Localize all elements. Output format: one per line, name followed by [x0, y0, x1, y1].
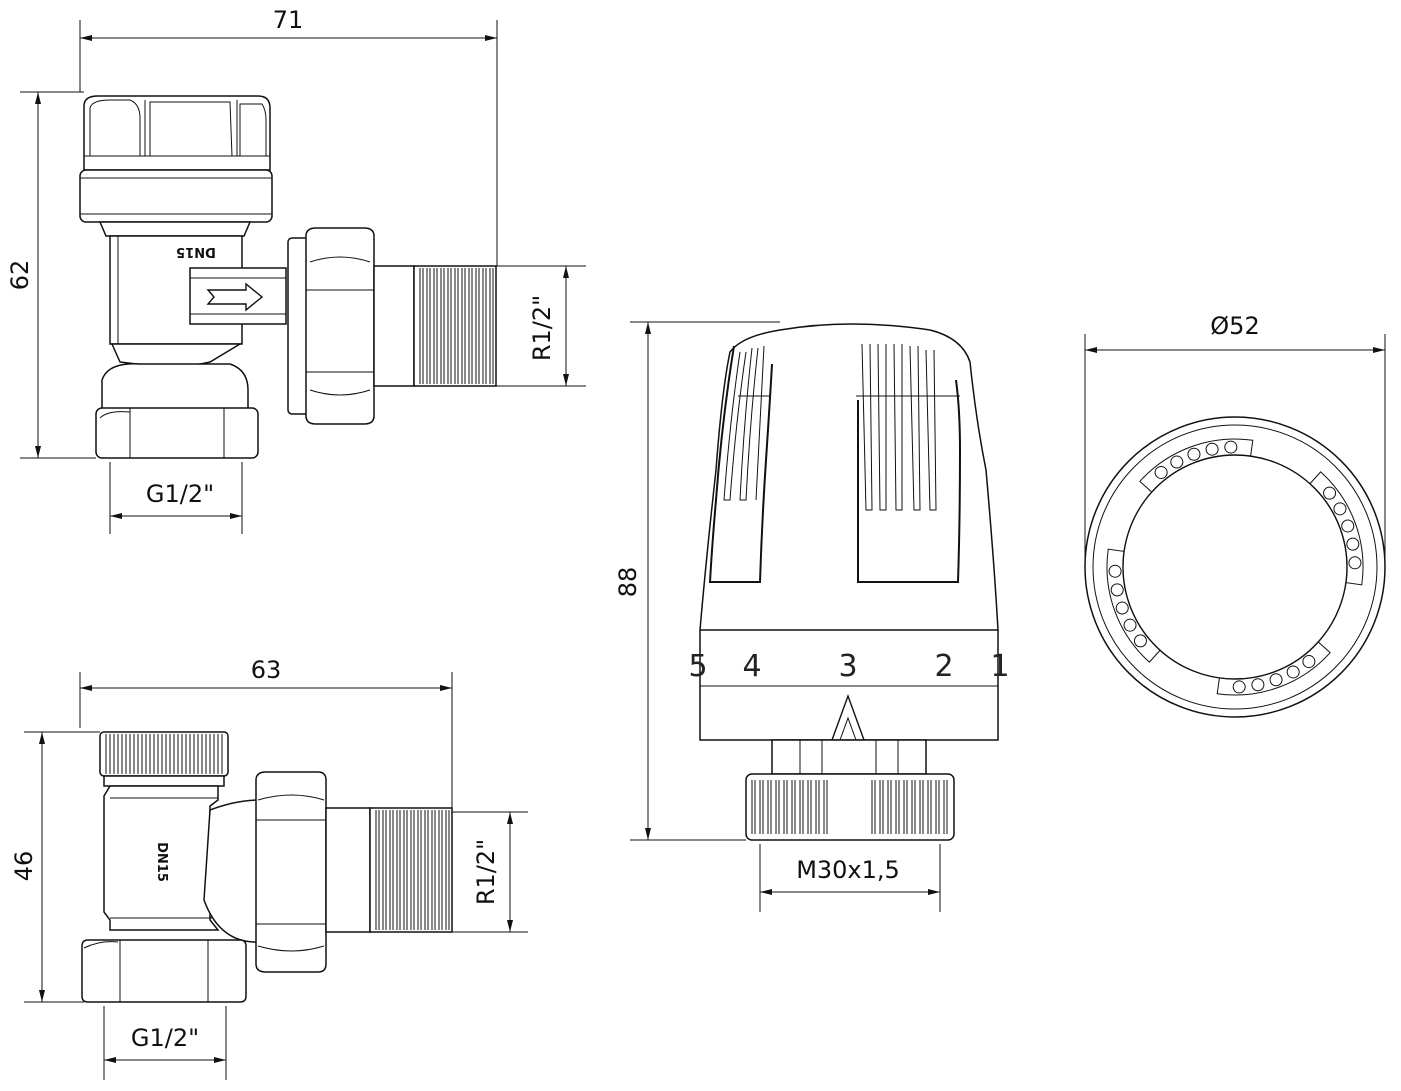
- valve1-outlet-thread-label: R1/2": [528, 295, 556, 361]
- scale-value-2: 2: [934, 649, 953, 684]
- thermostatic-head-bottom-view: [1084, 416, 1386, 718]
- valve2-width-label: 63: [251, 656, 282, 684]
- valve1-width-label: 71: [273, 6, 304, 34]
- thermostatic-head-side-view: 5 4 3 2 1: [688, 323, 1010, 841]
- angle-valve-side-view: DN15: [79, 95, 497, 459]
- outlet-thread-lines-2: [375, 810, 450, 930]
- valve1-dimensions: 71 62 G1/2" R1/2": [6, 6, 586, 534]
- head-thread-label: M30x1,5: [796, 856, 900, 884]
- head-diameter-label: Ø52: [1210, 312, 1259, 340]
- knurled-cap-lines: [105, 734, 223, 774]
- knurled-nut-lines: [751, 780, 948, 834]
- valve2-outlet-thread-label: R1/2": [472, 839, 500, 905]
- scale-partial-right: 1: [990, 649, 1009, 684]
- scale-value-3: 3: [838, 649, 857, 684]
- head-height-label: 88: [614, 567, 642, 598]
- valve2-height-label: 46: [10, 851, 38, 882]
- head-dimensions: 88 M30x1,5: [614, 321, 941, 912]
- valve2-inlet-thread-label: G1/2": [131, 1024, 199, 1052]
- scale-partial-left: 5: [688, 649, 707, 684]
- valve1-height-label: 62: [6, 260, 34, 291]
- diameter-dimension: Ø52: [1084, 312, 1386, 562]
- outlet-thread-lines: [419, 268, 494, 384]
- mounting-clip-segments: [1106, 438, 1364, 696]
- valve2-dimensions: 63 46 G1/2" R1/2": [10, 656, 528, 1080]
- straight-valve-side-view: DN15: [81, 731, 453, 1003]
- scale-value-4: 4: [742, 649, 761, 684]
- valve1-inlet-thread-label: G1/2": [146, 480, 214, 508]
- valve2-size-marking: DN15: [154, 842, 169, 882]
- valve1-size-marking: DN15: [176, 244, 216, 259]
